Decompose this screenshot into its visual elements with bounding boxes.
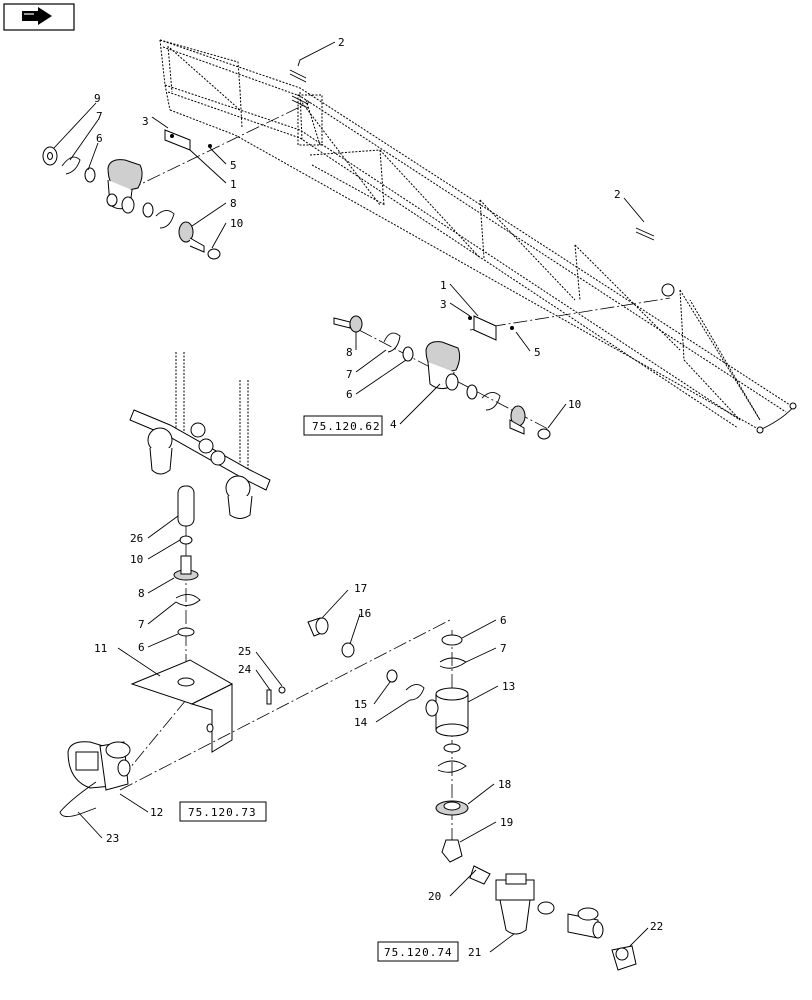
reference-label: 75.120.73 [188, 806, 257, 819]
callout-labels: 2 9 7 6 3 5 1 8 10 2 1 3 5 8 7 6 4 10 26… [94, 36, 663, 959]
callout-13: 13 [502, 680, 515, 693]
callout-20: 20 [428, 890, 441, 903]
callout-22: 22 [650, 920, 663, 933]
reference-box-a[interactable]: 75.120.62 [303, 415, 383, 436]
callout-21: 21 [468, 946, 481, 959]
callout-17: 17 [354, 582, 367, 595]
vertical-stack-parts [119, 485, 201, 781]
nozzle-body-upper-left [106, 159, 143, 214]
callout-11: 11 [94, 642, 107, 655]
flow-meter [59, 619, 451, 817]
callout-8: 8 [346, 346, 353, 359]
callout-4: 4 [390, 418, 397, 431]
callout-1: 1 [230, 178, 237, 191]
reference-box-b[interactable]: 75.120.73 [179, 801, 267, 822]
callout-24: 24 [238, 663, 252, 676]
callout-1: 1 [440, 279, 447, 292]
callout-5: 5 [534, 346, 541, 359]
callout-9: 9 [94, 92, 101, 105]
callout-3: 3 [142, 115, 149, 128]
boom-section-plumbing [129, 352, 271, 519]
upper-left-nozzle-assembly [42, 69, 311, 260]
callout-14: 14 [354, 716, 368, 729]
callout-6: 6 [500, 614, 507, 627]
callout-6: 6 [138, 641, 145, 654]
callout-10: 10 [230, 217, 243, 230]
reference-label: 75.120.62 [312, 420, 381, 433]
nozzle-body-middle-right [425, 341, 461, 391]
callout-15: 15 [354, 698, 367, 711]
lower-right-assembly [307, 617, 637, 971]
callout-10: 10 [568, 398, 581, 411]
callout-25: 25 [238, 645, 251, 658]
callout-7: 7 [138, 618, 145, 631]
callout-7: 7 [346, 368, 353, 381]
middle-right-nozzle-assembly [333, 227, 671, 440]
callout-2: 2 [338, 36, 345, 49]
bolts [266, 686, 286, 705]
callout-16: 16 [358, 607, 371, 620]
reference-label: 75.120.74 [384, 946, 453, 959]
callout-8: 8 [138, 587, 145, 600]
callout-8: 8 [230, 197, 237, 210]
callout-7: 7 [96, 110, 103, 123]
boom-frame [159, 39, 797, 434]
leader-lines [53, 41, 649, 953]
callout-26: 26 [130, 532, 143, 545]
callout-19: 19 [500, 816, 513, 829]
callout-18: 18 [498, 778, 511, 791]
page-forward-icon[interactable] [3, 3, 75, 31]
callout-6: 6 [346, 388, 353, 401]
callout-6: 6 [96, 132, 103, 145]
callout-7: 7 [500, 642, 507, 655]
reference-box-c[interactable]: 75.120.74 [377, 941, 459, 962]
callout-2: 2 [614, 188, 621, 201]
callout-23: 23 [106, 832, 119, 845]
mounting-bracket [130, 659, 234, 753]
callout-10: 10 [130, 553, 143, 566]
callout-5: 5 [230, 159, 237, 172]
callout-12: 12 [150, 806, 163, 819]
callout-3: 3 [440, 298, 447, 311]
